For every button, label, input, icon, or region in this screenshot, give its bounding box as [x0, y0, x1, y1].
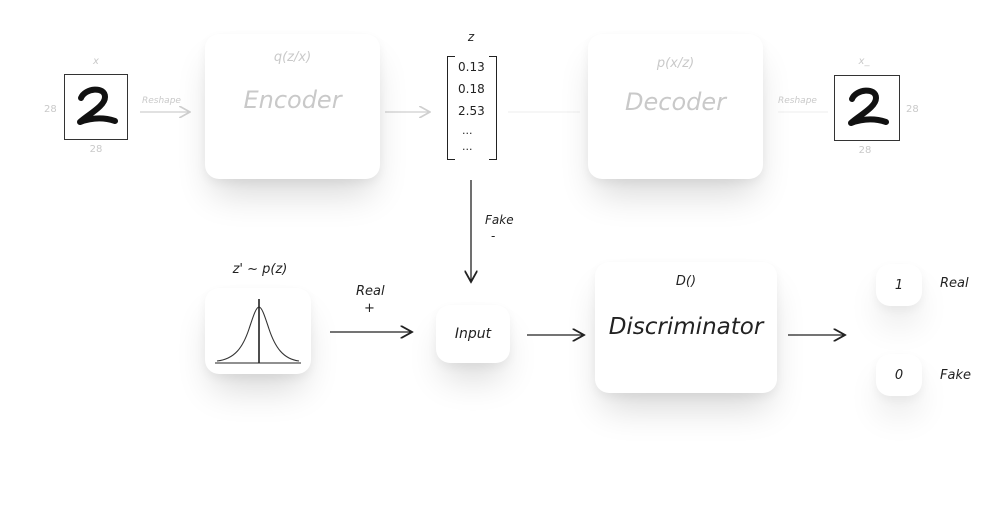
latent-value: 0.13	[458, 60, 485, 74]
real-arrow-label: Real	[356, 284, 385, 299]
reshape-label-left: Reshape	[142, 96, 181, 106]
latent-value: ...	[462, 124, 473, 137]
input-node: Input	[436, 305, 510, 363]
handwritten-digit-two-icon	[77, 86, 118, 125]
decoder-distribution: p(x/z)	[656, 56, 695, 71]
handwritten-digit-two-icon	[848, 87, 889, 126]
output-image-symbol: x_	[858, 56, 870, 67]
latent-value: ...	[462, 140, 473, 153]
discriminator-box	[595, 262, 777, 393]
prior-label: z' ~ p(z)	[232, 262, 288, 277]
input-image-height-label: 28	[44, 104, 57, 115]
output-image	[834, 75, 900, 141]
output-real-label: Real	[940, 276, 969, 291]
fake-arrow-sign: -	[491, 229, 496, 243]
discriminator-function: D()	[675, 274, 697, 289]
decoder-box	[588, 34, 763, 179]
latent-value: 0.18	[458, 82, 485, 96]
encoder-distribution-text: q(z/x)	[273, 50, 312, 65]
real-arrow-sign: +	[364, 301, 375, 316]
input-image-width-label: 28	[89, 144, 103, 155]
output-image-height-label: 28	[906, 104, 919, 115]
output-fake-label: Fake	[940, 368, 971, 383]
latent-symbol: z	[467, 30, 475, 44]
encoder-label: Encoder	[243, 86, 342, 114]
fake-arrow-label: Fake	[485, 213, 514, 227]
decoder-label: Decoder	[625, 88, 726, 116]
prior-box	[205, 288, 311, 374]
output-fake-value: 0	[876, 354, 922, 396]
discriminator-label: Discriminator	[608, 314, 764, 340]
input-image-symbol: x	[93, 56, 99, 67]
output-image-width-label: 28	[858, 145, 872, 156]
latent-value: 2.53	[458, 104, 485, 118]
reshape-label-right: Reshape	[778, 96, 817, 106]
latent-vector: 0.13 0.18 2.53 ... ...	[447, 56, 497, 160]
gaussian-curve-icon	[215, 299, 301, 364]
input-image	[64, 74, 128, 140]
output-real-value: 1	[876, 264, 922, 306]
encoder-box	[205, 34, 380, 179]
